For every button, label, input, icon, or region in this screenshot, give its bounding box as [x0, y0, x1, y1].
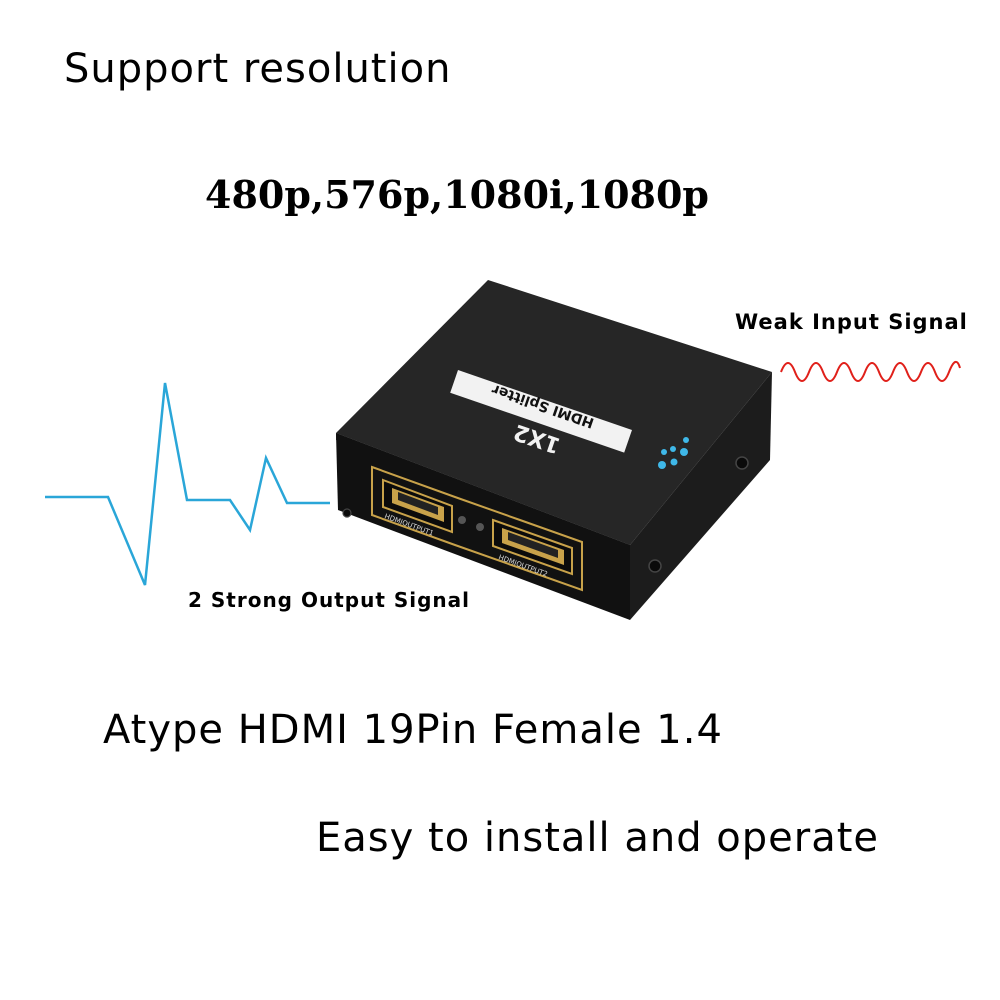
input-signal-wave [780, 361, 961, 382]
screw-icon [735, 456, 749, 470]
port-frame [371, 465, 583, 592]
led-1 [458, 516, 466, 524]
output-signal-label: 2 Strong Output Signal [188, 588, 471, 612]
screw-icon [648, 559, 662, 573]
screw-icon [342, 508, 352, 518]
device-right-face [630, 372, 772, 620]
accent-dots [658, 437, 689, 469]
ease-of-use: Easy to install and operate [316, 815, 880, 861]
connector-spec: Atype HDMI 19Pin Female 1.4 [103, 707, 723, 753]
hdmi-output-port-2 [492, 518, 573, 576]
headline-support-resolution: Support resolution [64, 46, 452, 92]
resolution-list: 480p,576p,1080i,1080p [205, 172, 710, 217]
hdmi-splitter-device: HDMI Splitter 1X2 HDMIOUTPUT1 HDMIOUTP [336, 280, 772, 620]
hdmi-output-port-1 [382, 478, 453, 534]
output-signal-wave [45, 382, 330, 586]
input-signal-label: Weak Input Signal [735, 310, 968, 334]
led-2 [476, 523, 484, 531]
